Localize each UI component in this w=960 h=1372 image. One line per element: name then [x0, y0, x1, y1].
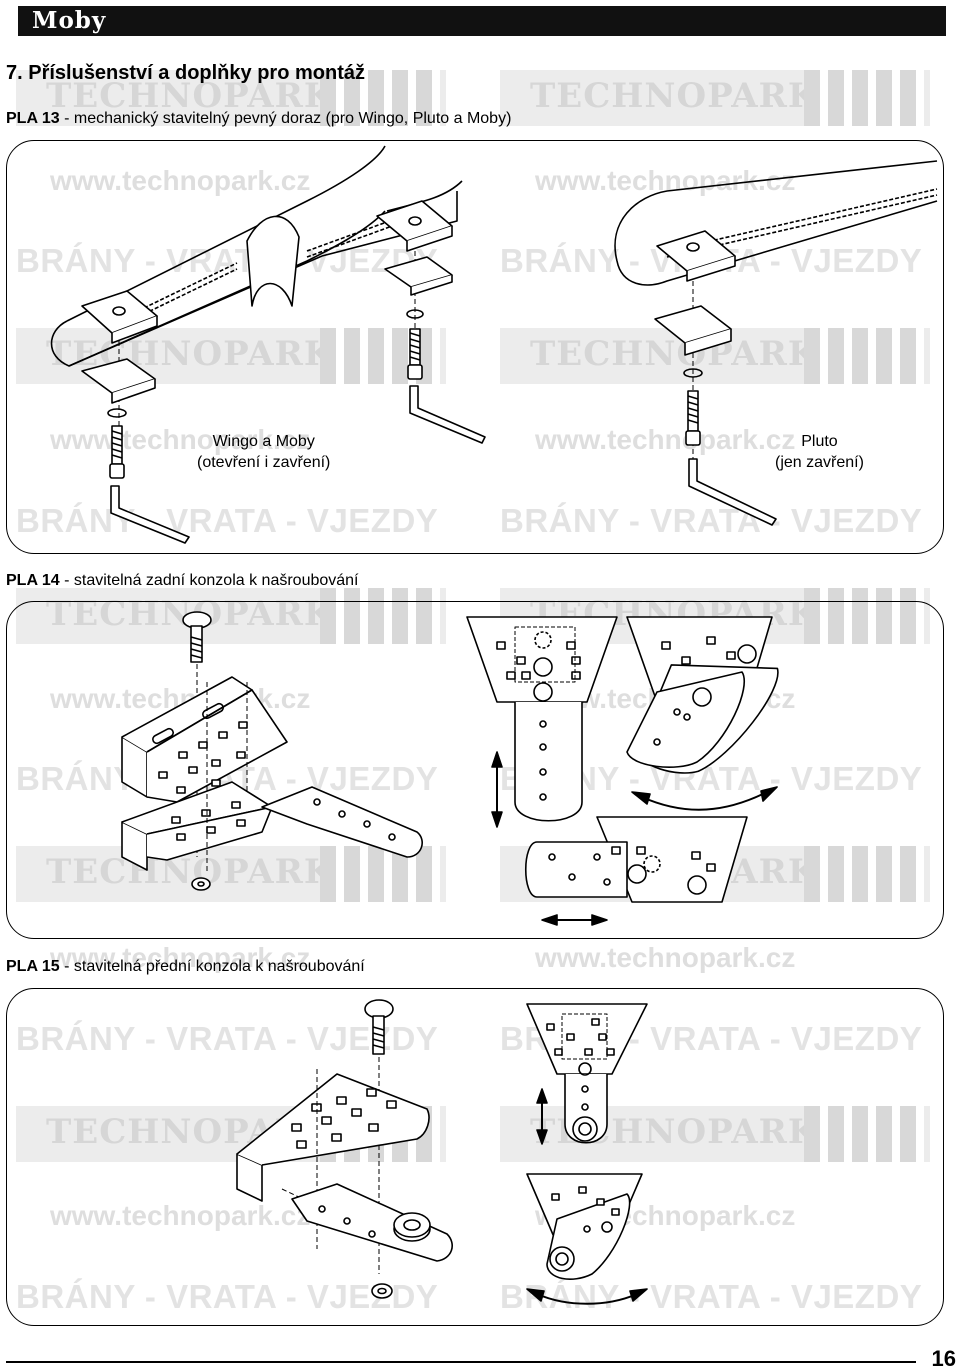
panel-pla14 — [6, 601, 944, 939]
watermark-band: TECHNOPARK® — [500, 70, 930, 126]
watermark-url: www.technopark.cz — [535, 942, 796, 973]
section-heading-pla13: PLA 13 - mechanický stavitelný pevný dor… — [6, 110, 512, 127]
panel-pla15 — [6, 988, 944, 1326]
diagram-pla13 — [50, 145, 938, 544]
caption-pluto: Pluto (jen zavření) — [775, 433, 864, 471]
diagram-pla14 — [121, 611, 779, 926]
brand-title: Moby — [32, 7, 107, 34]
header-bar: Moby — [18, 6, 946, 36]
section-heading-pla14: PLA 14 - stavitelná zadní konzola k našr… — [6, 572, 359, 589]
diagram-pla15 — [236, 999, 648, 1305]
section-heading-pla15: PLA 15 - stavitelná přední konzola k naš… — [6, 958, 365, 975]
footer-rule — [6, 1361, 916, 1363]
page-number: 16 — [931, 1346, 956, 1371]
page-title: 7. Příslušenství a doplňky pro montáž — [6, 62, 365, 84]
panel-pla13: Wingo a Moby (otevření i zavření) Pluto … — [6, 140, 944, 554]
caption-wingo-moby: Wingo a Moby (otevření i zavření) — [197, 433, 331, 471]
